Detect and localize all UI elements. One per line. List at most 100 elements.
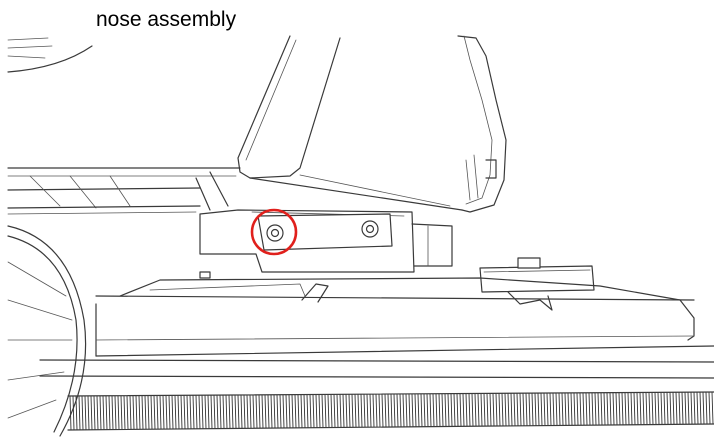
bristle-line [453, 393, 456, 427]
bristle-line [330, 394, 333, 428]
bristle-line [288, 394, 291, 428]
brush-bristles [69, 391, 714, 430]
bristle-line [156, 395, 159, 430]
bristle-line [144, 395, 147, 430]
bristle-line [198, 395, 201, 429]
bristle-line [87, 395, 90, 430]
bristle-line [309, 394, 312, 428]
bristle-line [660, 392, 663, 425]
bristle-line [456, 393, 459, 427]
bristle-line [420, 393, 423, 427]
bristle-line [69, 395, 72, 430]
bristle-line [600, 392, 603, 426]
bristle-line [189, 395, 192, 429]
bristle-line [90, 395, 93, 430]
bristle-line [621, 392, 624, 425]
bristle-line [624, 392, 627, 425]
bristle-line [573, 392, 576, 426]
bristle-line [615, 392, 618, 425]
bristle-line [183, 395, 186, 429]
bristle-line [582, 392, 585, 426]
bristle-line [501, 393, 504, 426]
bristle-line [699, 392, 702, 425]
bristle-line [642, 392, 645, 425]
bristle-line [537, 393, 540, 426]
bristle-line [711, 391, 714, 425]
bristle-line [258, 394, 261, 429]
bristle-line [78, 395, 81, 430]
bristle-line [549, 393, 552, 426]
bristle-line [141, 395, 144, 430]
bristle-line [126, 395, 129, 430]
bristle-line [204, 395, 207, 429]
bristle-line [585, 392, 588, 426]
bristle-line [195, 395, 198, 429]
diagram-caption: nose assembly [96, 8, 237, 31]
bristle-line [489, 393, 492, 427]
bristle-line [435, 393, 438, 427]
bristle-line [609, 392, 612, 425]
highlighted-bolt-marker [250, 208, 298, 256]
bristle-line [261, 394, 264, 429]
bristle-line [654, 392, 657, 425]
bristle-line [543, 393, 546, 426]
bristle-line [276, 394, 279, 429]
bristle-line [324, 394, 327, 428]
bristle-line [576, 392, 579, 426]
bristle-line [255, 394, 258, 429]
bristle-line [102, 395, 105, 430]
bristle-line [300, 394, 303, 428]
bristle-line [429, 393, 432, 427]
bristle-line [408, 393, 411, 427]
bristle-line [498, 393, 501, 427]
bristle-line [462, 393, 465, 427]
bristle-line [213, 395, 216, 429]
bristle-line [279, 394, 282, 429]
bristle-line [477, 393, 480, 427]
bristle-line [693, 392, 696, 425]
bristle-line [591, 392, 594, 426]
bristle-line [339, 394, 342, 428]
bristle-line [186, 395, 189, 429]
bristle-line [303, 394, 306, 428]
bristle-line [666, 392, 669, 425]
frame-rails [7, 167, 241, 215]
bristle-line [645, 392, 648, 425]
bristle-line [348, 394, 351, 428]
bristle-line [252, 394, 255, 429]
bristle-line [312, 394, 315, 428]
bristle-line [579, 392, 582, 426]
bristle-line [354, 394, 357, 428]
bristle-line [417, 393, 420, 427]
bristle-line [480, 393, 483, 427]
bristle-line [201, 395, 204, 429]
bristle-line [405, 393, 408, 427]
bristle-line [402, 393, 405, 427]
bristle-line [519, 393, 522, 426]
brush-top-edge [67, 391, 714, 397]
bristle-line [357, 394, 360, 428]
bristle-line [447, 393, 450, 427]
bristle-line [396, 393, 399, 427]
bristle-line [603, 392, 606, 426]
bristle-line [657, 392, 660, 425]
bristle-line [219, 395, 222, 429]
bristle-line [342, 394, 345, 428]
bristle-line [378, 394, 381, 428]
bristle-line [441, 393, 444, 427]
bristle-line [705, 392, 708, 425]
bristle-line [546, 393, 549, 426]
bristle-line [273, 394, 276, 429]
bristle-line [384, 394, 387, 428]
bristle-line [375, 394, 378, 428]
bristle-line [372, 394, 375, 428]
bristle-line [567, 392, 570, 426]
bristle-line [150, 395, 153, 430]
bristle-line [297, 394, 300, 428]
bristle-line [381, 394, 384, 428]
bristle-line [171, 395, 174, 430]
bristle-line [669, 392, 672, 425]
bristle-line [450, 393, 453, 427]
bristle-line [120, 395, 123, 430]
bristle-line [627, 392, 630, 425]
